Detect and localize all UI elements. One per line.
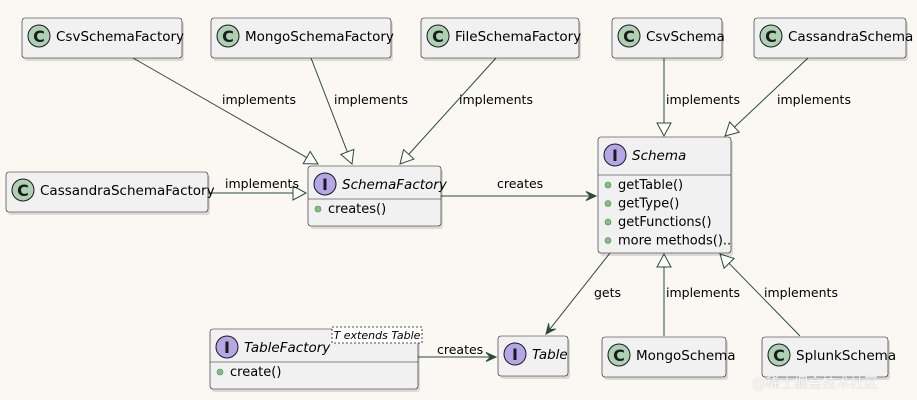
mongosf-impl-label: implements (334, 92, 408, 107)
csvsf-impl-label: implements (222, 92, 296, 107)
interface-badge-icon (215, 335, 239, 359)
watermark: @稀土掘金技术社区 (752, 376, 878, 392)
table-badge-letter: I (512, 345, 518, 364)
interface-badge-icon (503, 342, 527, 366)
filesf-impl-label: implements (459, 92, 533, 107)
file-schema-factory-box[interactable]: C FileSchemaFactory (420, 17, 581, 61)
method-dot-icon (604, 181, 612, 189)
mongo-schema-box[interactable]: C MongoSchema (601, 336, 736, 380)
schema-factory-box[interactable]: I SchemaFactory creates() (307, 165, 448, 229)
table-factory-generic-tag (331, 326, 423, 344)
interface-badge-icon (313, 172, 337, 196)
splunks-impl-edge (728, 262, 801, 337)
method-dot-icon (604, 237, 612, 244)
filesf-impl-edge (408, 57, 497, 155)
class-badge-icon (11, 178, 35, 202)
splunk-schema-badge-letter: C (773, 346, 785, 365)
table-factory-name: TableFactory (244, 340, 331, 356)
sf-creates-label: creates (497, 176, 543, 191)
class-badge-icon (607, 343, 631, 367)
mongos-impl-label: implements (666, 285, 740, 300)
csv-schema-badge-letter: C (623, 27, 635, 46)
csvsf-impl-edge (132, 57, 307, 158)
csv-schema-factory-badge-letter: C (33, 27, 45, 46)
csvs-impl-label: implements (666, 92, 740, 107)
cassandras-impl-label: implements (777, 92, 851, 107)
csv-schema-box[interactable]: C CsvSchema (611, 17, 725, 61)
class-badge-icon (767, 343, 791, 367)
csv-schema-factory-name: CsvSchemaFactory (56, 29, 184, 45)
tf-creates-label: creates (437, 342, 483, 357)
schema-gets-edge (549, 252, 611, 330)
class-badge-icon (27, 24, 51, 48)
schema-frame (597, 136, 732, 254)
csv-schema-factory-frame (21, 17, 183, 59)
table-factory-method: create() (230, 365, 281, 380)
class-badge-icon (617, 24, 641, 48)
cassandra-schema-name: CassandraSchema (788, 29, 913, 45)
csv-schema-frame (611, 17, 723, 59)
file-schema-factory-badge-letter: C (432, 27, 444, 46)
cassandras-impl-edge-arrowhead (724, 121, 741, 137)
mongosf-impl-edge (310, 57, 348, 153)
mongo-schema-factory-name: MongoSchemaFactory (245, 29, 394, 45)
schema-name: Schema (632, 148, 686, 164)
cassandra-schema-frame (753, 17, 907, 59)
csv-schema-factory-box[interactable]: C CsvSchemaFactory (21, 17, 184, 61)
schema-factory-name: SchemaFactory (342, 177, 448, 193)
splunk-schema-box[interactable]: C SplunkSchema (761, 336, 896, 380)
class-badge-icon (426, 24, 450, 48)
method-dot-icon (216, 368, 224, 376)
mongo-schema-name: MongoSchema (636, 348, 736, 364)
schema-gets-label: gets (594, 285, 621, 300)
method-dot-icon (314, 205, 322, 213)
cassandra-schema-factory-name: CassandraSchemaFactory (40, 183, 215, 199)
schema-badge-letter: I (612, 146, 618, 165)
mongo-schema-factory-frame (210, 17, 392, 59)
schema-factory-frame (307, 165, 442, 227)
mongo-schema-badge-letter: C (613, 346, 625, 365)
cassandrasf-impl-label: implements (225, 176, 299, 191)
splunk-schema-frame (761, 336, 889, 378)
schema-method: getTable() (618, 178, 683, 193)
class-badge-icon (216, 24, 240, 48)
cassandra-schema-factory-frame (5, 171, 209, 213)
file-schema-factory-frame (420, 17, 580, 59)
cassandra-schema-factory-box[interactable]: C CassandraSchemaFactory (5, 171, 215, 215)
class-badge-icon (759, 24, 783, 48)
splunks-impl-label: implements (764, 285, 838, 300)
table-factory-generic-label: T extends Table (334, 329, 421, 342)
mongo-schema-factory-badge-letter: C (222, 27, 234, 46)
table-factory-badge-letter: I (224, 338, 230, 357)
schema-factory-method: creates() (328, 202, 386, 217)
method-dot-icon (604, 200, 612, 207)
cassandra-schema-factory-badge-letter: C (17, 181, 29, 200)
schema-box[interactable]: I Schema getTable() getType() getFunctions()… (597, 136, 733, 256)
splunk-schema-name: SplunkSchema (796, 348, 896, 364)
method-dot-icon (604, 218, 612, 226)
schema-factory-badge-letter: I (322, 175, 328, 194)
mongo-schema-frame (601, 336, 727, 378)
cassandra-schema-badge-letter: C (765, 27, 777, 46)
mongo-schema-factory-box[interactable]: C MongoSchemaFactory (210, 17, 394, 61)
cassandra-schema-box[interactable]: C CassandraSchema (753, 17, 913, 61)
file-schema-factory-name: FileSchemaFactory (455, 29, 581, 45)
schema-method: more methods().. (618, 234, 731, 249)
csv-schema-name: CsvSchema (646, 29, 725, 45)
table-name: Table (532, 347, 568, 363)
table-factory-frame (209, 328, 419, 390)
mongosf-impl-edge-arrowhead (339, 148, 355, 165)
table-box[interactable]: I Table (497, 335, 570, 379)
schema-method: getType() (618, 197, 679, 212)
cassandras-impl-edge (734, 57, 809, 128)
interface-badge-icon (603, 143, 627, 167)
schema-method: getFunctions() (618, 215, 712, 230)
